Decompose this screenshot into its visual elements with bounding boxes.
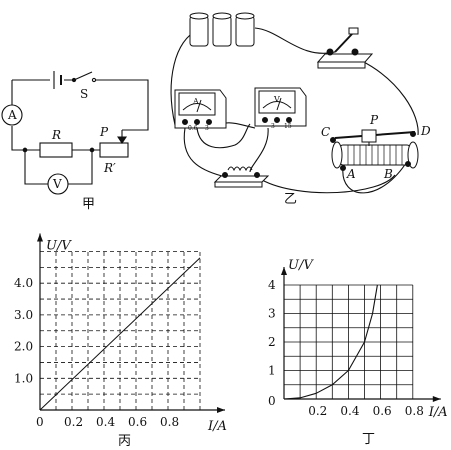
y-tick-label: 3.0 (14, 308, 33, 322)
knife-switch (316, 27, 374, 69)
chart-bing: 0 0.2 0.4 0.6 0.8 1.0 2.0 3.0 4.0 U/V I/A 丙 (14, 233, 227, 449)
x-tick-label: 0.6 (128, 415, 147, 429)
x-tick-label: 0.8 (160, 415, 179, 429)
circuit-jia-labels: A S R P R′ V 甲 (7, 87, 116, 212)
x-axis-arrow-icon (217, 407, 225, 413)
terminal-d-label: D (420, 124, 431, 138)
y-tick-label: 3 (268, 307, 276, 321)
voltmeter-terminal-3: 3 (271, 123, 275, 130)
x-tick-label: 0.8 (405, 404, 424, 418)
junction-left (22, 147, 28, 153)
voltmeter-face-label: V (273, 95, 280, 104)
x-axis-label: I/A (428, 405, 448, 420)
x-tick-label: 0.2 (308, 404, 327, 418)
voltmeter-symbol (47, 173, 69, 195)
y-tick-label: 2.0 (14, 340, 33, 354)
series-curve (283, 284, 378, 400)
caption-jia: 甲 (82, 197, 95, 212)
switch-label: S (80, 87, 88, 101)
x-axis-arrow-icon (432, 396, 441, 402)
apparatus-yi: A - 0.6 3 V - 3 15 (170, 12, 431, 207)
voltmeter-label: V (52, 177, 62, 191)
x-tick-label: 0 (36, 415, 44, 429)
y-tick-label: 4.0 (14, 276, 33, 290)
x-tick-label: 0.4 (96, 415, 115, 429)
terminal-a-label: A (346, 167, 356, 181)
resistor-r (39, 142, 73, 158)
wire-left (11, 80, 40, 151)
voltmeter-wires (24, 150, 93, 185)
wire-top (12, 79, 149, 131)
y-tick-label: 1.0 (14, 371, 33, 385)
caption-bing: 丙 (118, 434, 131, 449)
y-tick-label: 2 (268, 335, 276, 349)
ammeter-terminal-3: 3 (205, 125, 209, 132)
y-tick-label: 1 (268, 364, 276, 378)
y-axis-arrow-icon (281, 267, 287, 275)
ammeter-face-label: A (192, 97, 199, 106)
caption-yi: 乙 (284, 192, 297, 207)
caption-ding: 丁 (362, 432, 375, 447)
y-tick-label: 4 (268, 278, 276, 292)
resistor-label: R (51, 128, 61, 142)
rheostat-symbol (99, 142, 129, 158)
switch-contact-right (91, 77, 97, 83)
battery-pack (189, 12, 255, 47)
voltmeter-terminal-neg: - (259, 123, 261, 130)
ammeter-device (174, 89, 227, 129)
y-axis-label: U/V (46, 239, 72, 254)
ammeter-terminal-06: 0.6 (188, 125, 198, 132)
x-tick-label: 0.6 (373, 404, 392, 418)
rheostat-label: R′ (103, 161, 116, 175)
x-tick-label: 0.4 (340, 404, 359, 418)
resistor-board (213, 166, 270, 188)
circuit-diagram-jia (1, 71, 149, 195)
ammeter-label: A (7, 108, 17, 122)
slider-p-label: P (369, 113, 379, 127)
slider-arrow-icon (116, 136, 128, 144)
y-axis-arrow-icon (37, 233, 43, 242)
chart-ding: 0.2 0.4 0.6 0.8 1 2 3 4 0 U/V I/A 丁 (268, 258, 448, 447)
x-tick-label: 0.2 (64, 415, 83, 429)
voltmeter-terminal-15: 15 (284, 123, 292, 130)
x-axis-label: I/A (207, 419, 227, 434)
slider-label: P (99, 125, 109, 139)
rheostat-labels: C P D A B (321, 113, 431, 181)
y-axis-label: U/V (288, 258, 314, 273)
switch-blade (73, 71, 93, 81)
ammeter-terminal-neg: - (179, 125, 181, 132)
origin-label: 0 (268, 394, 276, 408)
voltmeter-device (254, 87, 307, 127)
junction-right (89, 147, 95, 153)
series-line (39, 257, 201, 411)
terminal-b-label: B (383, 167, 393, 181)
ammeter-symbol (1, 104, 23, 126)
terminal-c-label: C (321, 125, 330, 139)
sliding-rheostat (330, 129, 419, 171)
